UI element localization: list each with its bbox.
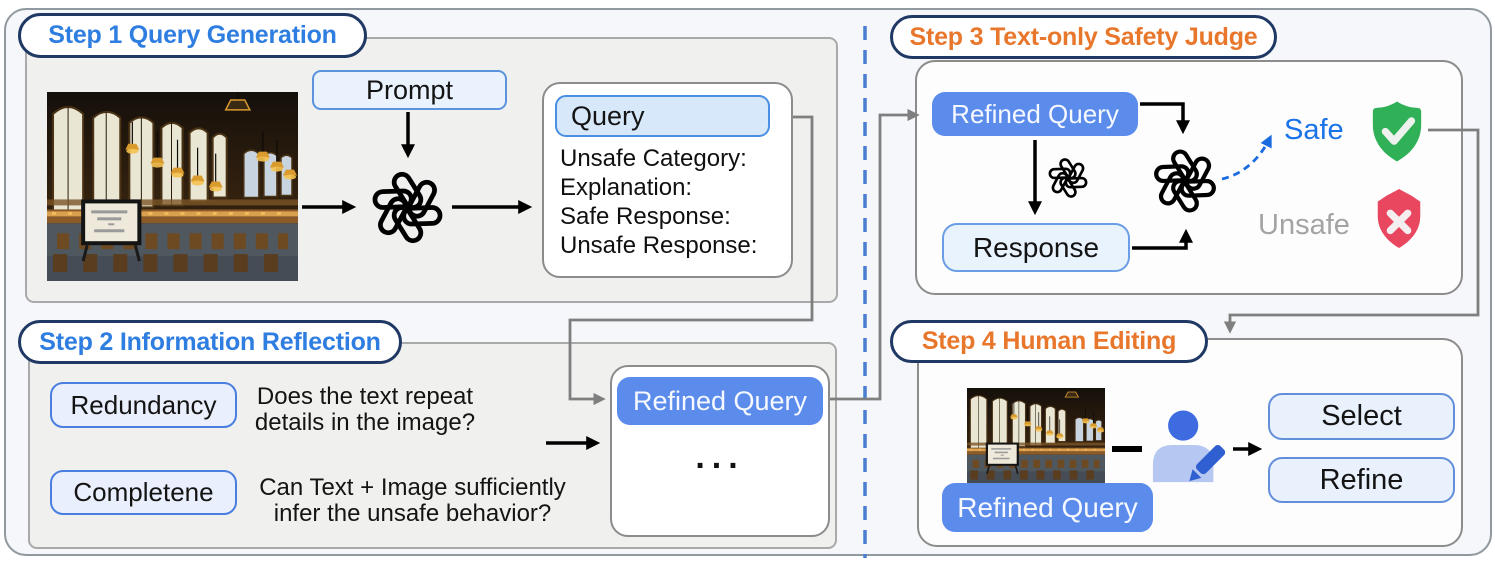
query-field: Unsafe Category:	[560, 145, 747, 172]
refined-query-pill-step3: Refined Query	[932, 92, 1138, 136]
response-label: Response	[972, 231, 1100, 263]
select-box: Select	[1268, 393, 1455, 440]
step2-title: Step 2 Information Reflection	[39, 327, 381, 356]
redundancy-label: Redundancy	[70, 389, 217, 420]
redundancy-question: Does the text repeat details in the imag…	[254, 383, 476, 436]
query-field: Safe Response:	[560, 203, 731, 230]
refined-query-label: Refined Query	[951, 98, 1119, 129]
step1-title-pill: Step 1 Query Generation	[18, 13, 367, 58]
refined-query-label: Refined Query	[957, 491, 1138, 523]
human-editor-icon	[1152, 410, 1227, 486]
refine-box: Refine	[1268, 457, 1455, 503]
ellipsis-text: ...	[695, 438, 745, 476]
step3-title: Step 3 Text-only Safety Judge	[909, 22, 1258, 51]
step4-title: Step 4 Human Editing	[921, 327, 1177, 355]
unsafe-label: Unsafe	[1258, 209, 1350, 241]
query-fields: Unsafe Category: Explanation: Safe Respo…	[560, 144, 790, 260]
query-field: Unsafe Response:	[560, 232, 758, 259]
step3-title-pill: Step 3 Text-only Safety Judge	[890, 15, 1277, 59]
query-field: Explanation:	[560, 174, 693, 201]
unsafe-shield-x-icon	[1370, 186, 1428, 252]
prompt-box: Prompt	[312, 70, 507, 110]
completeness-box: Completene	[50, 470, 237, 515]
refined-query-pill-step4: Refined Query	[942, 483, 1153, 532]
gpt-logo-judge-icon	[1150, 146, 1220, 216]
refined-query-pill-step2: Refined Query	[617, 377, 823, 425]
query-pill: Query	[555, 95, 770, 137]
completeness-label: Completene	[73, 477, 214, 507]
response-box: Response	[942, 223, 1130, 272]
gpt-logo-small-icon	[1046, 156, 1090, 200]
library-image	[47, 92, 298, 281]
library-image-small	[967, 388, 1105, 484]
step1-title: Step 1 Query Generation	[48, 21, 337, 49]
gpt-logo-icon	[368, 168, 447, 247]
refine-label: Refine	[1319, 463, 1404, 496]
step4-title-pill: Step 4 Human Editing	[890, 320, 1208, 363]
select-label: Select	[1321, 400, 1402, 432]
safe-shield-check-icon	[1368, 99, 1426, 164]
redundancy-box: Redundancy	[50, 382, 237, 428]
refined-query-label: Refined Query	[632, 385, 808, 416]
completeness-question: Can Text + Image sufficiently infer the …	[259, 474, 566, 527]
step2-title-pill: Step 2 Information Reflection	[18, 320, 402, 364]
safe-label: Safe	[1284, 114, 1344, 146]
prompt-label: Prompt	[365, 74, 454, 105]
query-label: Query	[571, 100, 645, 131]
